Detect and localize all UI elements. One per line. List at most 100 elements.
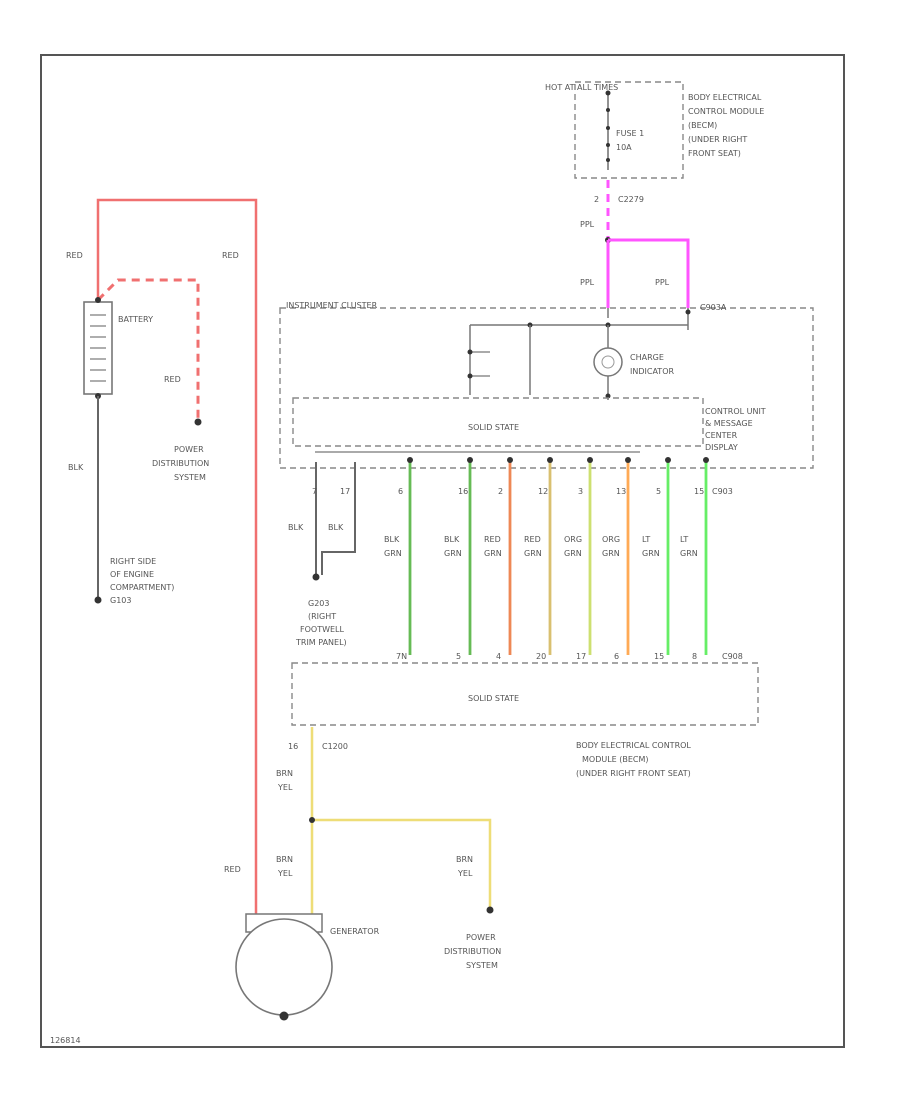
bundle-wire-top-node xyxy=(703,457,709,463)
svg-text:SYSTEM: SYSTEM xyxy=(466,961,498,970)
bundle-wire-color-1: RED xyxy=(524,535,541,544)
bundle-wire-top-pin: 6 xyxy=(398,487,403,496)
ppl-right-label: PPL xyxy=(655,278,670,287)
battery-positive xyxy=(95,297,101,303)
power-dist-2-label: POWER DISTRIBUTION SYSTEM xyxy=(444,933,501,970)
svg-text:CONTROL MODULE: CONTROL MODULE xyxy=(688,107,764,116)
bundle-wire-color-2: GRN xyxy=(564,549,582,558)
svg-text:BODY ELECTRICAL: BODY ELECTRICAL xyxy=(688,93,762,102)
brn-yel-label-3: BRN YEL xyxy=(456,855,473,878)
red-battery-wire xyxy=(96,198,258,922)
cluster-stub-node-1 xyxy=(467,349,473,355)
fuse-node-4 xyxy=(606,158,610,162)
fuse-amps: 10A xyxy=(616,143,632,152)
bundle-wire-bottom-pin: 8 xyxy=(692,652,697,661)
c2279-pin: 2 xyxy=(594,195,599,204)
bundle-wire-top-pin: 5 xyxy=(656,487,661,496)
c903-label: C903 xyxy=(712,487,733,496)
c903a-label: C903A xyxy=(700,303,727,312)
charge-indicator-lamp xyxy=(593,347,623,377)
solid-state-bottom-box xyxy=(291,662,759,726)
becm-fuse-box xyxy=(574,81,684,179)
brn-yel-label-1: BRN YEL xyxy=(276,769,293,792)
bundle-wire-color-1: RED xyxy=(484,535,501,544)
bundle-wire-color-2: GRN xyxy=(524,549,542,558)
bundle-wire-color-2: GRN xyxy=(384,549,402,558)
svg-text:FRONT SEAT): FRONT SEAT) xyxy=(688,149,741,158)
fuse-node-3 xyxy=(606,143,610,147)
red-power-dist-wire xyxy=(96,278,200,420)
svg-text:RIGHT SIDE: RIGHT SIDE xyxy=(110,557,156,566)
bundle-wire-top-pin: 3 xyxy=(578,487,583,496)
svg-text:DISTRIBUTION: DISTRIBUTION xyxy=(444,947,501,956)
bundle-wire-color-2: GRN xyxy=(484,549,502,558)
svg-text:BRN: BRN xyxy=(276,769,293,778)
bundle-wire-bottom-pin: 20 xyxy=(536,652,546,661)
fuse-node-2 xyxy=(606,126,610,130)
blk-battery-label: BLK xyxy=(68,463,84,472)
ground-pin-2: 17 xyxy=(340,487,350,496)
brn-yel-splice xyxy=(309,817,315,823)
svg-text:(BECM): (BECM) xyxy=(688,121,717,130)
wire-bundle: 6BLKGRN7N16BLKGRN52REDGRN412REDGRN203ORG… xyxy=(384,457,709,661)
c908-label: C908 xyxy=(722,652,743,661)
ground-1-label: RIGHT SIDE OF ENGINE COMPARTMENT) G103 xyxy=(110,557,174,605)
power-dist-1-label: POWER DISTRIBUTION SYSTEM xyxy=(152,445,209,482)
ground-pin-1: 7 xyxy=(312,487,317,496)
bundle-wire-bottom-pin: 7N xyxy=(396,652,407,661)
bundle-wire-top-node xyxy=(467,457,473,463)
red-label-3: RED xyxy=(164,375,181,384)
bundle-wire-top-pin: 2 xyxy=(498,487,503,496)
red-label-4: RED xyxy=(224,865,241,874)
c2279-label: C2279 xyxy=(618,195,644,204)
svg-text:(RIGHT: (RIGHT xyxy=(308,612,336,621)
charge-indicator-label-2: INDICATOR xyxy=(630,367,674,376)
hot-at-all-times-label: HOT AT ALL TIMES xyxy=(545,83,618,92)
svg-text:MODULE (BECM): MODULE (BECM) xyxy=(582,755,649,764)
bundle-wire-top-node xyxy=(625,457,631,463)
svg-text:(UNDER RIGHT: (UNDER RIGHT xyxy=(688,135,747,144)
bundle-wire-color-1: LT xyxy=(642,535,650,544)
bundle-wire-color-1: BLK xyxy=(444,535,460,544)
diagram-code: 126814 xyxy=(50,1036,81,1045)
power-dist-2-node xyxy=(486,906,494,914)
svg-text:BODY ELECTRICAL CONTROL: BODY ELECTRICAL CONTROL xyxy=(576,741,691,750)
solid-state-top-label: SOLID STATE xyxy=(468,423,519,432)
fuse-top-node xyxy=(605,90,611,96)
svg-text:FOOTWELL: FOOTWELL xyxy=(300,625,345,634)
blk-b-label: BLK xyxy=(328,523,344,532)
bundle-wire-top-pin: 13 xyxy=(616,487,626,496)
bundle-wire-color-2: GRN xyxy=(642,549,660,558)
diagram-frame xyxy=(40,54,845,1048)
bundle-wire-top-node xyxy=(507,457,513,463)
svg-text:COMPARTMENT): COMPARTMENT) xyxy=(110,583,174,592)
svg-text:POWER: POWER xyxy=(174,445,204,454)
bundle-wire-top-node xyxy=(665,457,671,463)
bundle-wire-bottom-pin: 17 xyxy=(576,652,586,661)
cluster-ground-wires xyxy=(312,462,356,581)
bundle-wire-7: 5LT GRN 15 xyxy=(642,457,671,661)
bundle-wire-bottom-pin: 5 xyxy=(456,652,461,661)
generator-symbol xyxy=(235,913,333,1021)
bundle-wire-color-1: LT xyxy=(680,535,688,544)
battery-label: BATTERY xyxy=(118,315,153,324)
bundle-wire-color-2: GRN xyxy=(680,549,698,558)
bundle-wire-bottom-pin: 15 xyxy=(654,652,664,661)
becm-bottom-label: BODY ELECTRICAL CONTROL MODULE (BECM) (U… xyxy=(576,741,691,778)
svg-text:YEL: YEL xyxy=(457,869,473,878)
bundle-wire-bottom-pin: 6 xyxy=(614,652,619,661)
svg-text:G203: G203 xyxy=(308,599,329,608)
battery-symbol xyxy=(83,301,113,395)
ppl-wire-right xyxy=(608,238,690,308)
fuse-node-1 xyxy=(606,108,610,112)
charge-indicator-label: CHARGE xyxy=(630,353,664,362)
red-label-2: RED xyxy=(222,251,239,260)
svg-text:BRN: BRN xyxy=(456,855,473,864)
c1200-label: C1200 xyxy=(322,742,348,751)
blk-a-label: BLK xyxy=(288,523,304,532)
